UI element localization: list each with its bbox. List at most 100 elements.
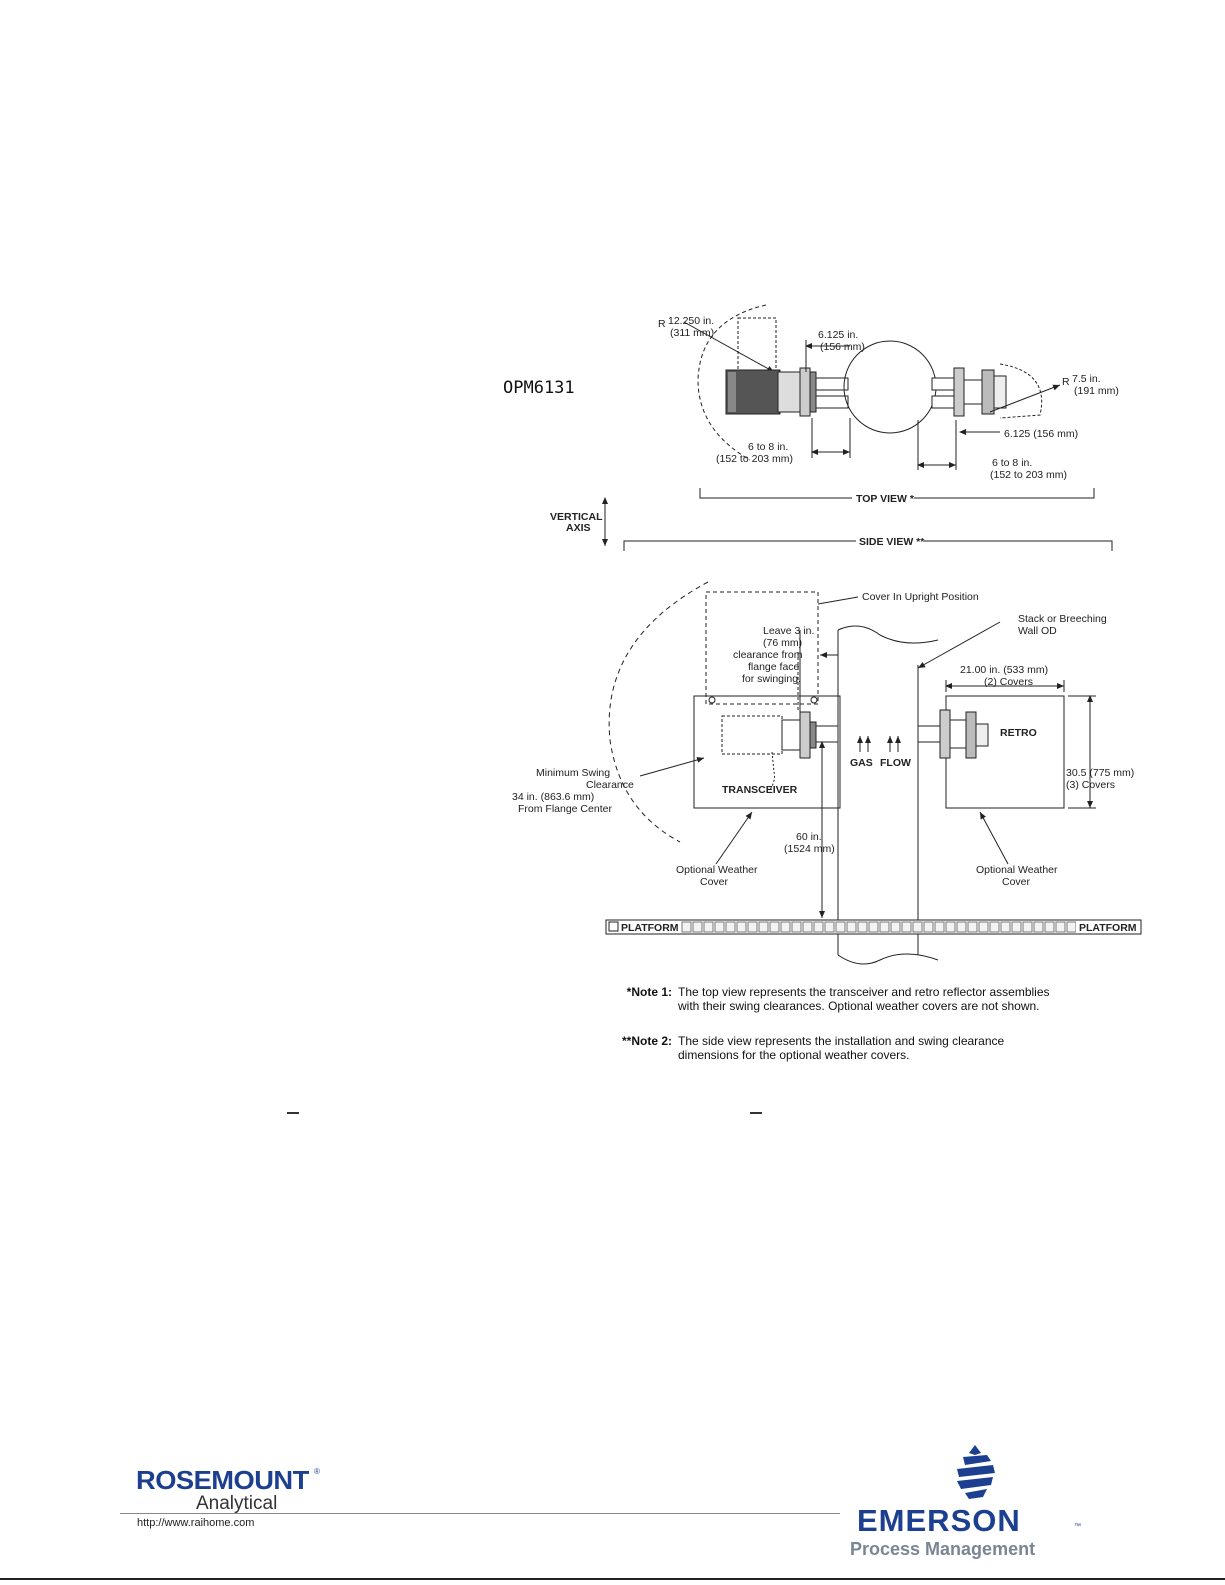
vertical-axis-line1: VERTICAL <box>550 511 603 523</box>
side-view-bracket: SIDE VIEW ** <box>623 535 1113 551</box>
radius-right-r: R <box>1062 376 1070 388</box>
platform-cell <box>1011 921 1022 933</box>
flange-right-1 <box>953 367 965 417</box>
note-2-label: **Note 2: <box>621 1034 672 1048</box>
platform-cell <box>1055 921 1066 933</box>
covers-width-line2: (2) Covers <box>984 676 1033 688</box>
platform-cell <box>1033 921 1044 933</box>
platform-cell <box>747 921 758 933</box>
platform-cell <box>681 921 692 933</box>
min-swing-line1: Minimum Swing <box>536 767 610 779</box>
weather-right-line2: Cover <box>1002 876 1031 888</box>
platform-cell <box>692 921 703 933</box>
note-1-line1: The top view represents the transceiver … <box>678 985 1050 999</box>
platform-cell <box>890 921 901 933</box>
dim-right-spacing-line1: 6 to 8 in. <box>992 457 1032 469</box>
footer-url: http://www.raihome.com <box>137 1517 255 1529</box>
platform-cell <box>1066 921 1077 933</box>
platform-cell <box>912 921 923 933</box>
platform-cell <box>846 921 857 933</box>
radius-left-line1: 12.250 in. <box>668 315 714 327</box>
note-1: *Note 1: The top view represents the tran… <box>610 985 1050 1013</box>
leave-clearance-line3: clearance from <box>733 649 803 661</box>
note-2: **Note 2: The side view represents the in… <box>610 1034 1004 1062</box>
covers-height-line1: 30.5 (775 mm) <box>1066 767 1134 779</box>
platform-cell <box>780 921 791 933</box>
min-swing-line2: Clearance <box>586 779 634 791</box>
platform-cell <box>923 921 934 933</box>
leave-clearance-line4: flange face <box>748 661 800 673</box>
platform-cell <box>813 921 824 933</box>
stack-top-break <box>837 625 939 644</box>
flange-side-right <box>939 709 951 759</box>
platform-cell <box>857 921 868 933</box>
side-view-labels: Cover In Upright Position Stack or Breec… <box>512 591 1134 888</box>
platform-cell <box>1044 921 1055 933</box>
leave-clearance-line5: for swinging. <box>742 673 801 685</box>
vertical-axis: VERTICAL AXIS <box>550 497 608 546</box>
platform-cell <box>714 921 725 933</box>
side-view-title: SIDE VIEW ** <box>859 536 925 548</box>
dim-flange-line2: (156 mm) <box>820 341 865 353</box>
dim-flange-line1: 6.125 in. <box>818 329 858 341</box>
height-dim-line2: (1524 mm) <box>784 843 835 855</box>
platform: PLATFORM PLATFORM <box>605 919 1142 935</box>
platform-left-label: PLATFORM <box>621 922 679 934</box>
top-view-labels: R 12.250 in. (311 mm) 6.125 in. (156 mm)… <box>658 315 1119 505</box>
swing-arc-left <box>697 304 767 461</box>
radius-line-left <box>683 321 775 373</box>
height-dim-line1: 60 in. <box>796 831 822 843</box>
analytical-wordmark: Analytical <box>196 1493 278 1514</box>
process-management-wordmark: Process Management <box>850 1539 1036 1559</box>
flange-left <box>799 367 811 417</box>
dim-left-spacing-line2: (152 to 203 mm) <box>716 453 793 465</box>
transceiver-mount-top <box>777 371 803 413</box>
emerson-wordmark: EMERSON <box>857 1503 1021 1538</box>
platform-cell <box>824 921 835 933</box>
platform-right-label: PLATFORM <box>1079 922 1137 934</box>
platform-cell <box>868 921 879 933</box>
platform-cell <box>736 921 747 933</box>
emerson-globe-icon <box>957 1445 995 1499</box>
platform-cell <box>934 921 945 933</box>
rosemount-wordmark: ROSEMOUNT <box>136 1465 309 1495</box>
footer-rule <box>120 1513 840 1514</box>
radius-right-line1: 7.5 in. <box>1072 373 1101 385</box>
platform-cell <box>703 921 714 933</box>
dash-mark-left <box>287 1112 299 1114</box>
gas-label: GAS <box>850 757 873 769</box>
cover-outline-top <box>737 317 777 379</box>
radius-right-line2: (191 mm) <box>1074 385 1119 397</box>
flow-label: FLOW <box>880 757 911 769</box>
leave-clearance-line2: (76 mm) <box>763 637 802 649</box>
covers-height-line2: (3) Covers <box>1066 779 1115 791</box>
rosemount-logo: ROSEMOUNT ® Analytical <box>136 1465 320 1515</box>
stack-circle <box>843 340 937 434</box>
retro-cover <box>945 695 1065 809</box>
platform-cell <box>945 921 956 933</box>
transceiver-body-side <box>721 715 783 755</box>
top-view <box>683 304 1095 499</box>
transceiver-cover <box>693 695 841 809</box>
note-2-line1: The side view represents the installatio… <box>678 1034 1005 1048</box>
radius-left-r: R <box>658 318 666 330</box>
min-swing-line4: From Flange Center <box>518 803 612 815</box>
dash-mark-right <box>750 1112 762 1114</box>
platform-cell <box>802 921 813 933</box>
cover-upright-outline <box>705 591 819 705</box>
platform-cell <box>758 921 769 933</box>
model-label: OPM6131 <box>503 378 575 398</box>
platform-cell <box>978 921 989 933</box>
platform-cell <box>835 921 846 933</box>
note-1-label: *Note 1: <box>626 985 672 999</box>
stack-wall-line2: Wall OD <box>1018 625 1057 637</box>
note-1-line2: with their swing clearances. Optional we… <box>678 999 1040 1013</box>
stack-wall-line1: Stack or Breeching <box>1018 613 1107 625</box>
platform-cell <box>967 921 978 933</box>
vertical-axis-line2: AXIS <box>566 522 591 534</box>
top-view-title: TOP VIEW * <box>856 493 915 505</box>
radius-left-line2: (311 mm) <box>670 327 714 339</box>
retro-label: RETRO <box>1000 727 1037 739</box>
platform-cell <box>769 921 780 933</box>
platform-cell <box>879 921 890 933</box>
